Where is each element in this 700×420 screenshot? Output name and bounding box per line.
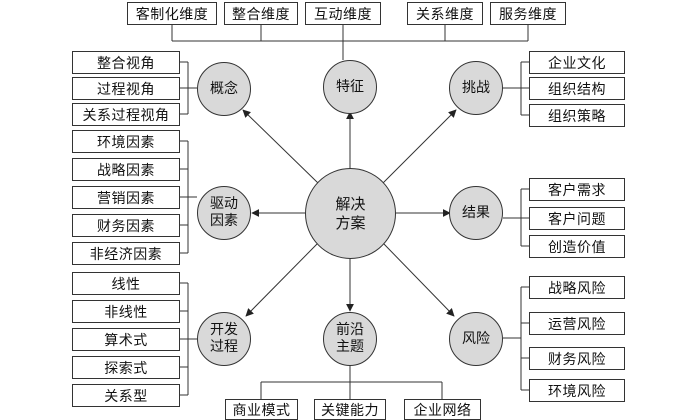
frontier-bracket xyxy=(260,366,443,399)
concept-item-1: 整合视角 xyxy=(72,51,180,74)
features-item-4: 关系维度 xyxy=(407,2,483,25)
challenges-bracket xyxy=(503,61,529,116)
features-item-5: 服务维度 xyxy=(490,2,566,25)
dev-process-item-5: 关系型 xyxy=(72,384,180,407)
node-drivers: 驱动 因素 xyxy=(197,186,251,240)
node-risks: 风险 xyxy=(449,312,503,366)
frontier-item-3: 企业网络 xyxy=(404,399,481,420)
node-features: 特征 xyxy=(323,60,377,114)
drivers-bracket xyxy=(180,140,197,254)
features-bracket xyxy=(171,25,529,60)
features-item-3: 互动维度 xyxy=(305,2,381,25)
risks-item-2: 运营风险 xyxy=(529,312,625,335)
center-node-solution: 解决 方案 xyxy=(305,168,396,259)
node-concept: 概念 xyxy=(197,62,251,116)
features-item-2: 整合维度 xyxy=(224,2,298,25)
dev-process-item-2: 非线性 xyxy=(72,300,180,323)
frontier-item-1: 商业模式 xyxy=(225,399,298,420)
risks-item-3: 财务风险 xyxy=(529,347,625,370)
drivers-item-4: 财务因素 xyxy=(72,214,180,237)
node-challenges: 挑战 xyxy=(449,61,503,115)
drivers-item-3: 营销因素 xyxy=(72,186,180,209)
dev-process-item-1: 线性 xyxy=(72,272,180,295)
concept-bracket xyxy=(180,61,197,115)
arrow-to-risks xyxy=(382,242,455,317)
drivers-item-2: 战略因素 xyxy=(72,158,180,181)
results-item-2: 客户问题 xyxy=(529,207,625,230)
arrow-to-concept xyxy=(242,109,319,184)
concept-item-2: 过程视角 xyxy=(72,77,180,100)
concept-item-3: 关系过程视角 xyxy=(72,103,180,126)
results-item-3: 创造价值 xyxy=(529,235,625,258)
dev-process-item-3: 算术式 xyxy=(72,328,180,351)
risks-bracket xyxy=(503,286,529,391)
frontier-item-2: 关键能力 xyxy=(314,399,386,420)
risks-item-4: 环境风险 xyxy=(529,379,625,402)
results-bracket xyxy=(503,188,529,247)
features-item-1: 客制化维度 xyxy=(127,2,217,25)
dev-process-bracket xyxy=(180,282,197,396)
dev-process-item-4: 探索式 xyxy=(72,356,180,379)
drivers-item-1: 环境因素 xyxy=(72,130,180,153)
node-results: 结果 xyxy=(449,186,503,240)
node-dev-process: 开发 过程 xyxy=(197,312,251,366)
results-item-1: 客户需求 xyxy=(529,178,625,201)
arrow-to-dev-process xyxy=(245,242,319,317)
node-frontier: 前沿 主题 xyxy=(323,312,377,366)
challenges-item-3: 组织策略 xyxy=(529,104,625,127)
challenges-item-1: 企业文化 xyxy=(529,51,625,74)
risks-item-1: 战略风险 xyxy=(529,276,625,299)
drivers-item-5: 非经济因素 xyxy=(72,242,180,265)
challenges-item-2: 组织结构 xyxy=(529,77,625,100)
arrow-to-challenges xyxy=(382,109,457,184)
